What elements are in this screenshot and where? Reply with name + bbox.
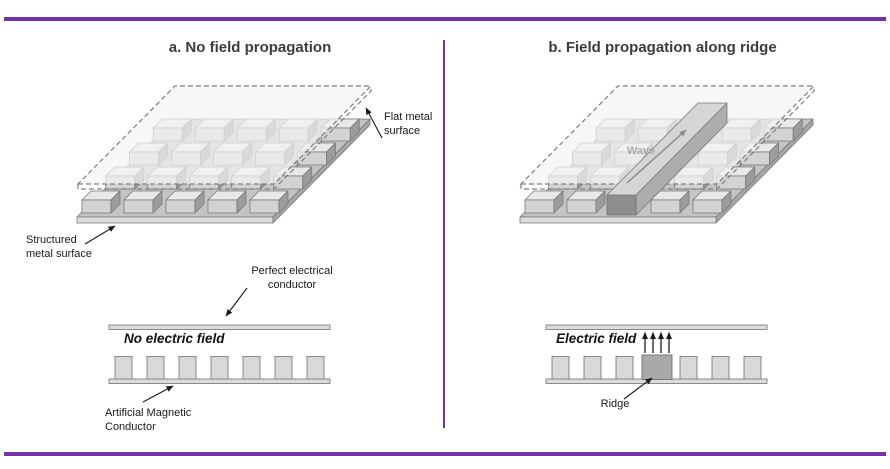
bottom-rule [4, 452, 886, 456]
panel-b-title: b. Field propagation along ridge [548, 39, 777, 56]
ridge-label: Ridge [600, 398, 630, 410]
electric-field-label: Electric field [556, 331, 637, 346]
artificial-magnetic-conductor-label: Artificial Magnetic Conductor [105, 407, 192, 433]
cross-section-a [108, 324, 331, 384]
no-electric-field-label: No electric field [124, 331, 225, 346]
cross-section-b [545, 324, 768, 384]
structured-surface-3d-a [76, 85, 373, 224]
perfect-electrical-conductor-label: Perfect electrical conductor [251, 265, 333, 291]
structured-metal-surface-label: Structured metal surface [26, 234, 93, 260]
flat-metal-surface-label: Flat metal surface [384, 111, 433, 137]
panel-divider [443, 40, 445, 428]
top-rule [4, 17, 886, 21]
wave-label: Wave [626, 145, 656, 157]
structured-surface-3d-b [519, 85, 816, 224]
panel-a-title: a. No field propagation [168, 39, 332, 56]
